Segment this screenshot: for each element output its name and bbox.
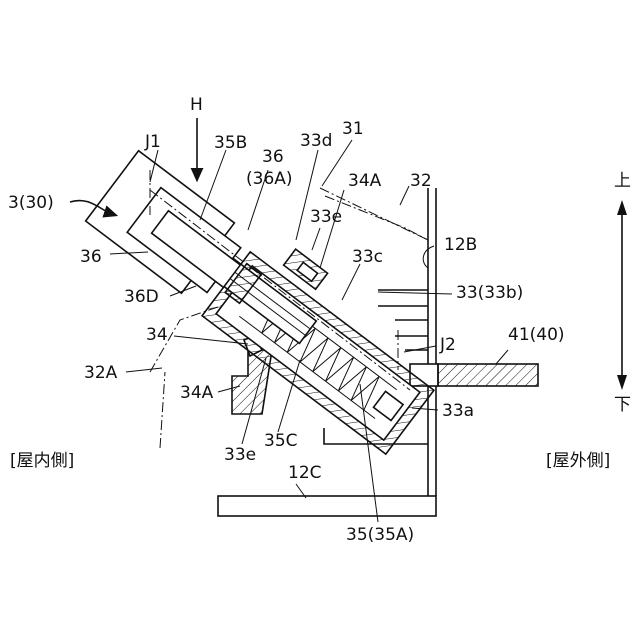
label-32A: 32A <box>84 363 118 383</box>
label-12C: 12C <box>288 463 322 483</box>
label-up: 上 <box>614 171 631 191</box>
label-J1: J1 <box>144 132 161 152</box>
label-35B: 35B <box>214 133 247 153</box>
label-36: 36 <box>262 147 284 167</box>
label-33a: 33a <box>442 401 474 421</box>
label-down: 下 <box>614 395 631 415</box>
label-indoor: [屋内側] <box>10 451 74 471</box>
label-3-30: 3(30) <box>8 193 54 213</box>
sill-12C <box>218 496 436 516</box>
label-36D: 36D <box>124 287 159 307</box>
label-12B: 12B <box>444 235 477 255</box>
label-H: H <box>190 95 203 115</box>
label-33-33b: 33(33b) <box>456 283 523 303</box>
label-33c: 33c <box>352 247 383 267</box>
label-33e-bot: 33e <box>224 445 256 465</box>
label-36A: (36A) <box>246 169 293 189</box>
label-32: 32 <box>410 171 432 191</box>
label-J2: J2 <box>439 335 456 355</box>
arrow-up <box>617 200 627 215</box>
label-34A-bot: 34A <box>180 383 214 403</box>
arrow-down <box>617 375 627 390</box>
label-34: 34 <box>146 325 168 345</box>
label-outdoor: [屋外側] <box>546 451 610 471</box>
label-34A-top: 34A <box>348 171 382 191</box>
label-35C: 35C <box>264 431 298 451</box>
member-41 <box>410 364 538 386</box>
label-31: 31 <box>342 119 364 139</box>
label-41-40: 41(40) <box>508 325 565 345</box>
label-36-left: 36 <box>80 247 102 267</box>
label-35-35A: 35(35A) <box>346 525 414 545</box>
label-33e-top: 33e <box>310 207 342 227</box>
label-33d: 33d <box>300 131 332 151</box>
